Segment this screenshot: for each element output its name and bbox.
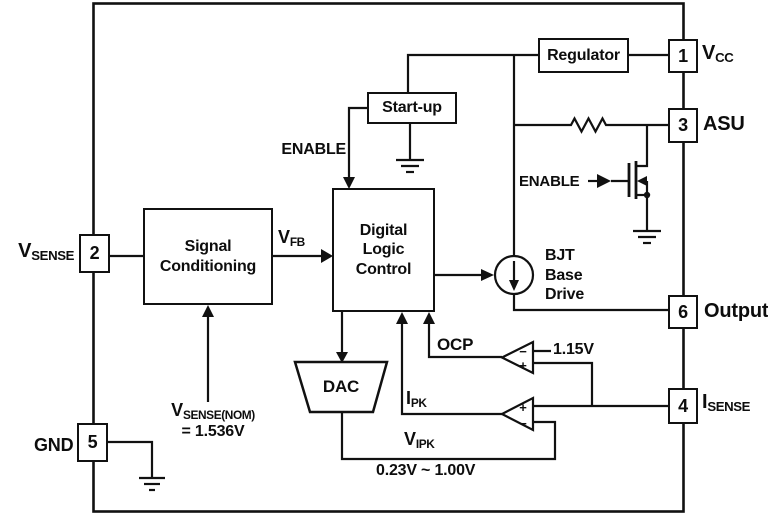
pin-5-box: 5 <box>77 423 108 462</box>
pin-vcc-main: V <box>702 42 716 64</box>
vfb-label: VFB <box>278 227 305 249</box>
bjt-base-drive-label: BJT Base Drive <box>545 247 585 304</box>
drive-arrowhead <box>481 269 494 281</box>
dac-label: DAC <box>322 377 360 396</box>
ipk-main: I <box>406 388 411 408</box>
signal-conditioning-block: Signal Conditioning <box>143 208 273 305</box>
enable-wire <box>347 106 367 178</box>
regulator-block: Regulator <box>538 38 629 73</box>
pin-vcc-sub: CC <box>715 49 734 65</box>
enable-startup-label: ENABLE <box>281 141 346 158</box>
ocp-output-wire <box>427 324 502 359</box>
asu-resistor-wire <box>514 116 668 134</box>
pin-4-box: 4 <box>668 388 698 424</box>
pin-2-box: 2 <box>79 234 110 273</box>
vsense-nom-arrowhead <box>202 305 214 317</box>
ocp-minus-mark: − <box>519 344 527 359</box>
digital-logic-control-block: Digital Logic Control <box>332 188 435 312</box>
pin-isense-main: I <box>702 391 708 413</box>
ipk-comparator-icon <box>499 396 535 432</box>
pin-3-box: 3 <box>668 108 698 143</box>
current-source-arrowhead <box>509 280 519 291</box>
vsense-nom-sub: SENSE(NOM) <box>182 407 255 422</box>
ocp-label: OCP <box>437 335 474 354</box>
dac-shape <box>293 360 389 414</box>
ipk-arrowhead <box>396 312 408 324</box>
pin-asu-label: ASU <box>703 113 745 135</box>
enable-mosfet-label: ENABLE <box>519 173 580 190</box>
mosfet-ground-icon <box>633 229 661 245</box>
startup-regulator-wire <box>406 53 538 92</box>
ocp-arrowhead <box>423 312 435 324</box>
vfb-main: V <box>278 227 290 247</box>
ocp-reference-label: 1.15V <box>553 341 594 358</box>
ipk-output-wire <box>400 324 502 416</box>
vsense-nom-symbol: VSENSE(NOM) <box>138 400 288 422</box>
mosfet-body-arrow <box>637 176 647 186</box>
vipk-wire <box>340 412 557 461</box>
pin-isense-sub: SENSE <box>707 398 751 414</box>
output-wire <box>512 294 668 312</box>
pin-vsense-main: V <box>18 240 32 262</box>
enable-dlc-arrowhead <box>343 177 355 189</box>
vipk-label: VIPK <box>404 429 435 451</box>
vfb-sub: FB <box>289 234 305 249</box>
vipk-main: V <box>404 429 416 449</box>
pin-6-box: 6 <box>668 295 698 329</box>
gnd-pin-ground-icon <box>108 440 165 492</box>
enable-arrowhead <box>597 174 611 188</box>
ocp-plus-mark: + <box>519 358 527 373</box>
ocp-comparator-icon <box>499 340 535 375</box>
ipk-minus-mark: − <box>519 416 527 431</box>
isense-ocp-branch <box>533 361 594 406</box>
pin-vsense-label: VSENSE <box>0 240 74 263</box>
pin-1-box: 1 <box>668 39 698 73</box>
pin-isense-label: ISENSE <box>702 391 750 414</box>
ipk-sub: PK <box>410 395 427 410</box>
vfb-arrowhead <box>321 249 333 263</box>
ipk-label: IPK <box>406 388 427 410</box>
startup-block: Start-up <box>367 92 457 124</box>
pin-gnd-label: GND <box>34 435 74 455</box>
pin-output-label: Output <box>704 300 768 322</box>
ipk-plus-mark: + <box>519 400 527 415</box>
vsense-nom-label: VSENSE(NOM) = 1.536V <box>138 400 288 441</box>
vsense-nom-value: = 1.536V <box>181 423 245 440</box>
junction-dot <box>643 191 651 199</box>
vipk-sub: IPK <box>415 436 435 451</box>
vsense-nom-main: V <box>171 400 183 420</box>
pin-vsense-sub: SENSE <box>31 247 74 263</box>
pin-vcc-label: VCC <box>702 42 734 65</box>
dac-arrowhead <box>336 352 348 363</box>
mosfet-drain-wire <box>637 125 649 168</box>
startup-ground-icon <box>396 124 424 174</box>
vipk-range-label: 0.23V ~ 1.00V <box>376 462 476 479</box>
